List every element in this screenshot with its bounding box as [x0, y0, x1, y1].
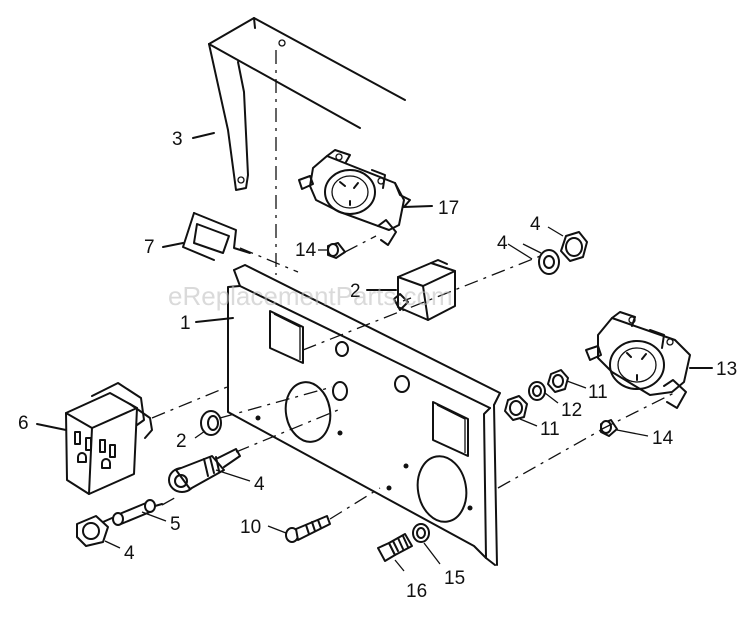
- callout-12: 12: [561, 400, 582, 421]
- part-2-breaker-upper: [393, 259, 456, 321]
- callout-13: 13: [716, 359, 737, 380]
- callout-16: 16: [406, 581, 427, 602]
- part-6-duplex-receptacle: [65, 382, 153, 495]
- callout-2-upper: 2: [350, 281, 361, 302]
- callout-11-lower: 11: [540, 419, 560, 440]
- part-13-receptacle: [585, 311, 691, 409]
- part-15-washer: [412, 523, 430, 543]
- part-5-fuse: [112, 499, 163, 526]
- part-1-control-panel: [227, 264, 501, 566]
- callout-4-upper-right: 4: [530, 214, 541, 235]
- part-4-fuse-cap: [76, 515, 113, 547]
- callout-4-washer: 4: [497, 233, 508, 254]
- part-4-fuse-holder: [168, 448, 241, 493]
- part-16-bolt: [377, 533, 413, 562]
- watermark-text: eReplacementParts.com: [168, 281, 453, 311]
- part-4-nut-upper: [560, 231, 588, 262]
- callout-3: 3: [172, 129, 183, 150]
- part-7-frame: [182, 212, 251, 261]
- part-11-nut-upper: [547, 369, 569, 393]
- part-17-receptacle: [298, 149, 411, 246]
- callout-11-upper: 11: [588, 382, 608, 403]
- callout-5: 5: [170, 514, 181, 535]
- callout-14-lower: 14: [652, 428, 674, 449]
- callout-10: 10: [240, 517, 261, 538]
- part-12-lockwasher: [528, 381, 546, 401]
- part-3-bracket: [208, 17, 406, 191]
- callout-4-cap: 4: [124, 543, 135, 564]
- part-10-screw: [285, 515, 331, 543]
- part-4-washer-upper: [538, 249, 560, 275]
- callout-1: 1: [180, 313, 191, 334]
- part-2-breaker-lower: [200, 410, 222, 436]
- part-14-bushing-upper: [327, 242, 346, 259]
- callout-14-upper: 14: [295, 240, 317, 261]
- part-11-nut-lower: [504, 395, 528, 421]
- callout-6: 6: [18, 413, 29, 434]
- callout-2-lower: 2: [176, 431, 187, 452]
- callout-17: 17: [438, 198, 459, 219]
- callout-4-fuse-holder: 4: [254, 474, 265, 495]
- callout-7: 7: [144, 237, 155, 258]
- callout-15: 15: [444, 568, 465, 589]
